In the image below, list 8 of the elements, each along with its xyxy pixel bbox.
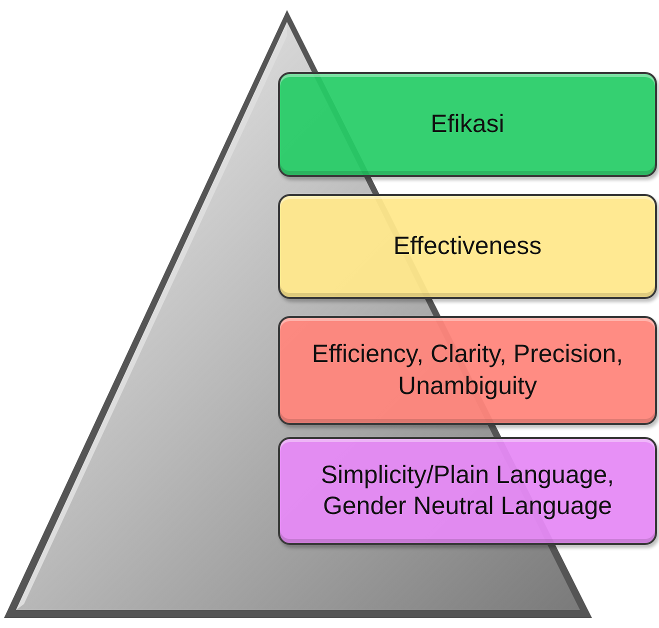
level-box (278, 316, 657, 425)
level-box (278, 194, 657, 299)
level-box (278, 437, 657, 545)
level-label: Effectiveness (393, 230, 542, 262)
level-label: Efikasi (430, 108, 504, 140)
level-box (278, 72, 657, 177)
level-label: Efficiency, Clarity, Precision, Unambiguity (310, 339, 624, 402)
level-label: Simplicity/Plain Language, Gender Neutral Language (320, 460, 616, 522)
